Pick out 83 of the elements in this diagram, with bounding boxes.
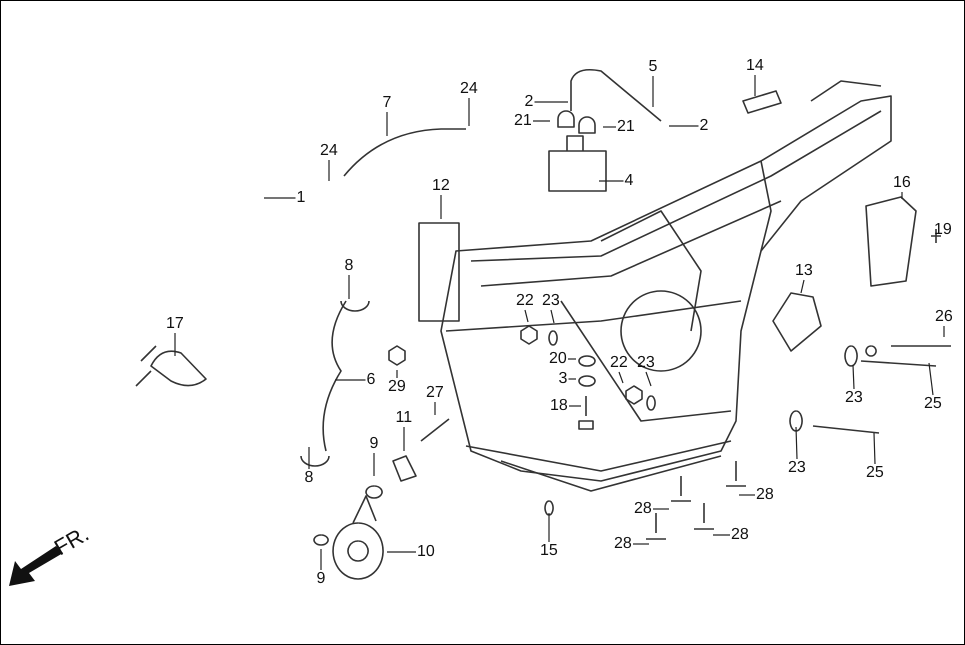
leader-line — [873, 432, 876, 464]
callout-number: 24 — [460, 80, 478, 98]
callout-number: 23 — [542, 292, 560, 310]
leader-line — [669, 125, 698, 127]
leader-line — [795, 426, 798, 460]
leader-line — [548, 513, 550, 542]
callout-number: 14 — [746, 57, 764, 75]
leader-line — [943, 326, 945, 337]
leader-line — [533, 120, 550, 122]
leader-line — [645, 372, 652, 386]
callout-number: 17 — [166, 315, 184, 333]
callout-number: 23 — [845, 389, 863, 407]
callout-number: 6 — [366, 371, 376, 389]
leader-line — [524, 310, 529, 322]
leader-line — [653, 508, 669, 510]
leader-line — [569, 405, 581, 407]
leader-line — [754, 75, 756, 96]
leader-line — [468, 98, 470, 126]
callout-number: 2 — [700, 117, 708, 135]
callout-number: 20 — [549, 350, 567, 368]
callout-number: 27 — [426, 384, 444, 402]
callout-number: 28 — [756, 486, 774, 504]
callout-number: 2 — [524, 93, 534, 111]
callout-number: 8 — [344, 257, 354, 275]
callout-number: 3 — [558, 370, 568, 388]
leader-line — [308, 447, 310, 469]
callout-number: 11 — [396, 409, 412, 427]
callout-number: 7 — [382, 94, 392, 112]
callout-number: 25 — [866, 464, 884, 482]
leader-line — [568, 358, 576, 360]
leader-line — [739, 494, 755, 496]
callout-number: 22 — [516, 292, 534, 310]
callout-number: 10 — [417, 543, 435, 561]
leader-line — [928, 362, 934, 396]
leader-line — [348, 275, 350, 299]
callout-number: 23 — [637, 354, 655, 372]
leader-line — [652, 76, 654, 107]
callout-number: 23 — [788, 459, 806, 477]
callout-number: 5 — [648, 58, 658, 76]
leader-line — [568, 378, 576, 380]
leader-line — [434, 402, 436, 415]
callout-number: 21 — [514, 112, 532, 130]
leader-line — [800, 280, 805, 294]
callout-number: 25 — [924, 395, 942, 413]
callout-number: 24 — [320, 142, 338, 160]
leader-line — [618, 372, 624, 384]
callout-number: 12 — [432, 177, 450, 195]
leader-line — [328, 160, 330, 181]
callout-number: 26 — [935, 308, 953, 326]
callout-number: 28 — [614, 535, 632, 553]
callout-number: 28 — [731, 526, 749, 544]
callout-number: 9 — [370, 435, 378, 453]
callout-number: 21 — [617, 118, 635, 136]
callout-number: 15 — [540, 542, 558, 560]
callout-number: 19 — [934, 221, 952, 239]
leader-line — [603, 126, 616, 128]
leader-line — [264, 197, 296, 199]
callout-number: 28 — [634, 500, 652, 518]
leader-line — [396, 370, 398, 378]
leader-line — [403, 427, 405, 451]
leader-line — [174, 333, 176, 356]
callout-number: 4 — [624, 172, 634, 190]
leader-line — [335, 379, 366, 381]
callout-number: 16 — [893, 174, 911, 192]
callout-number: 13 — [795, 262, 813, 280]
callout-number: 9 — [316, 570, 326, 588]
leader-line — [901, 192, 903, 199]
leader-line — [387, 551, 416, 553]
leader-line — [713, 534, 730, 536]
leader-line — [320, 549, 322, 570]
leader-line — [534, 101, 568, 103]
callout-number: 22 — [610, 354, 628, 372]
leader-line — [852, 364, 855, 390]
leader-line — [386, 112, 388, 136]
callout-number: 18 — [550, 397, 568, 415]
callout-number: 1 — [296, 189, 306, 207]
leader-line — [633, 543, 649, 545]
leader-line — [440, 195, 442, 219]
leader-line — [373, 453, 375, 476]
callout-number: 8 — [304, 469, 314, 487]
callout-number: 29 — [388, 378, 406, 396]
leader-line — [599, 180, 624, 182]
leader-line — [550, 310, 555, 324]
